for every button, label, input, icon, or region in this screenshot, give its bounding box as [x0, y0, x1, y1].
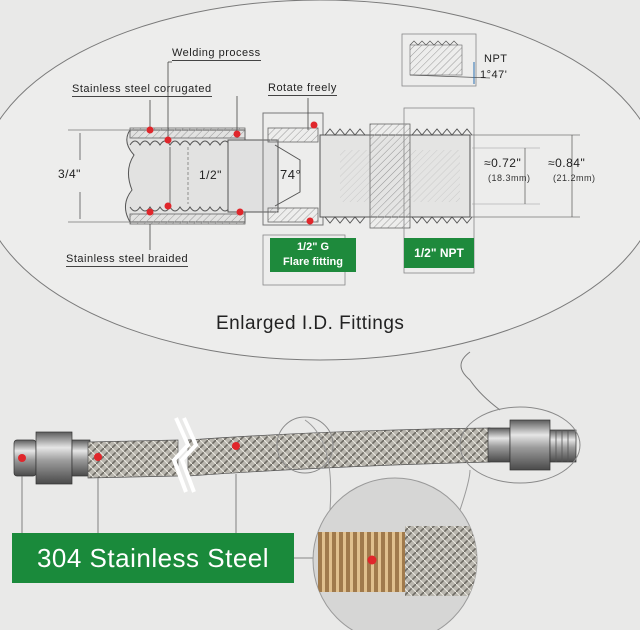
caption-enlarged-fittings: Enlarged I.D. Fittings [216, 313, 405, 334]
npt-thread-inset [401, 33, 491, 87]
label-dim-084: ≈0.84" [548, 156, 586, 170]
dimension-lines [470, 134, 580, 218]
label-rotate-freely: Rotate freely [268, 82, 337, 96]
label-npt: NPT [484, 53, 508, 65]
label-dia-three-quarter: 3/4" [58, 167, 81, 181]
stainless-steel-badge: 304 Stainless Steel [12, 533, 294, 583]
hose-assembly [13, 406, 581, 559]
flare-nut [227, 112, 324, 226]
label-dim-183: (18.3mm) [488, 173, 531, 183]
leader-lines [149, 61, 309, 250]
zoom-detail [304, 419, 478, 630]
hose-cutaway [68, 127, 246, 225]
label-stainless-braided: Stainless steel braided [66, 253, 189, 267]
label-dim-212: (21.2mm) [553, 173, 596, 183]
label-welding-process: Welding process [172, 47, 261, 61]
flare-badge-line2: Flare fitting [283, 256, 343, 268]
label-thread-angle: 1°47' [480, 69, 508, 81]
npt-adapter [262, 107, 475, 286]
flare-badge-line1: 1/2" G [296, 241, 330, 253]
callout-tail [460, 351, 501, 411]
label-dim-072: ≈0.72" [484, 156, 522, 170]
label-angle-74: 74° [280, 167, 302, 182]
red-markers [146, 121, 318, 225]
npt-badge: 1/2" NPT [404, 238, 474, 268]
flare-fitting-badge: 1/2" G Flare fitting [270, 238, 356, 272]
label-dia-half: 1/2" [199, 168, 222, 182]
label-stainless-corrugated: Stainless steel corrugated [72, 83, 212, 97]
